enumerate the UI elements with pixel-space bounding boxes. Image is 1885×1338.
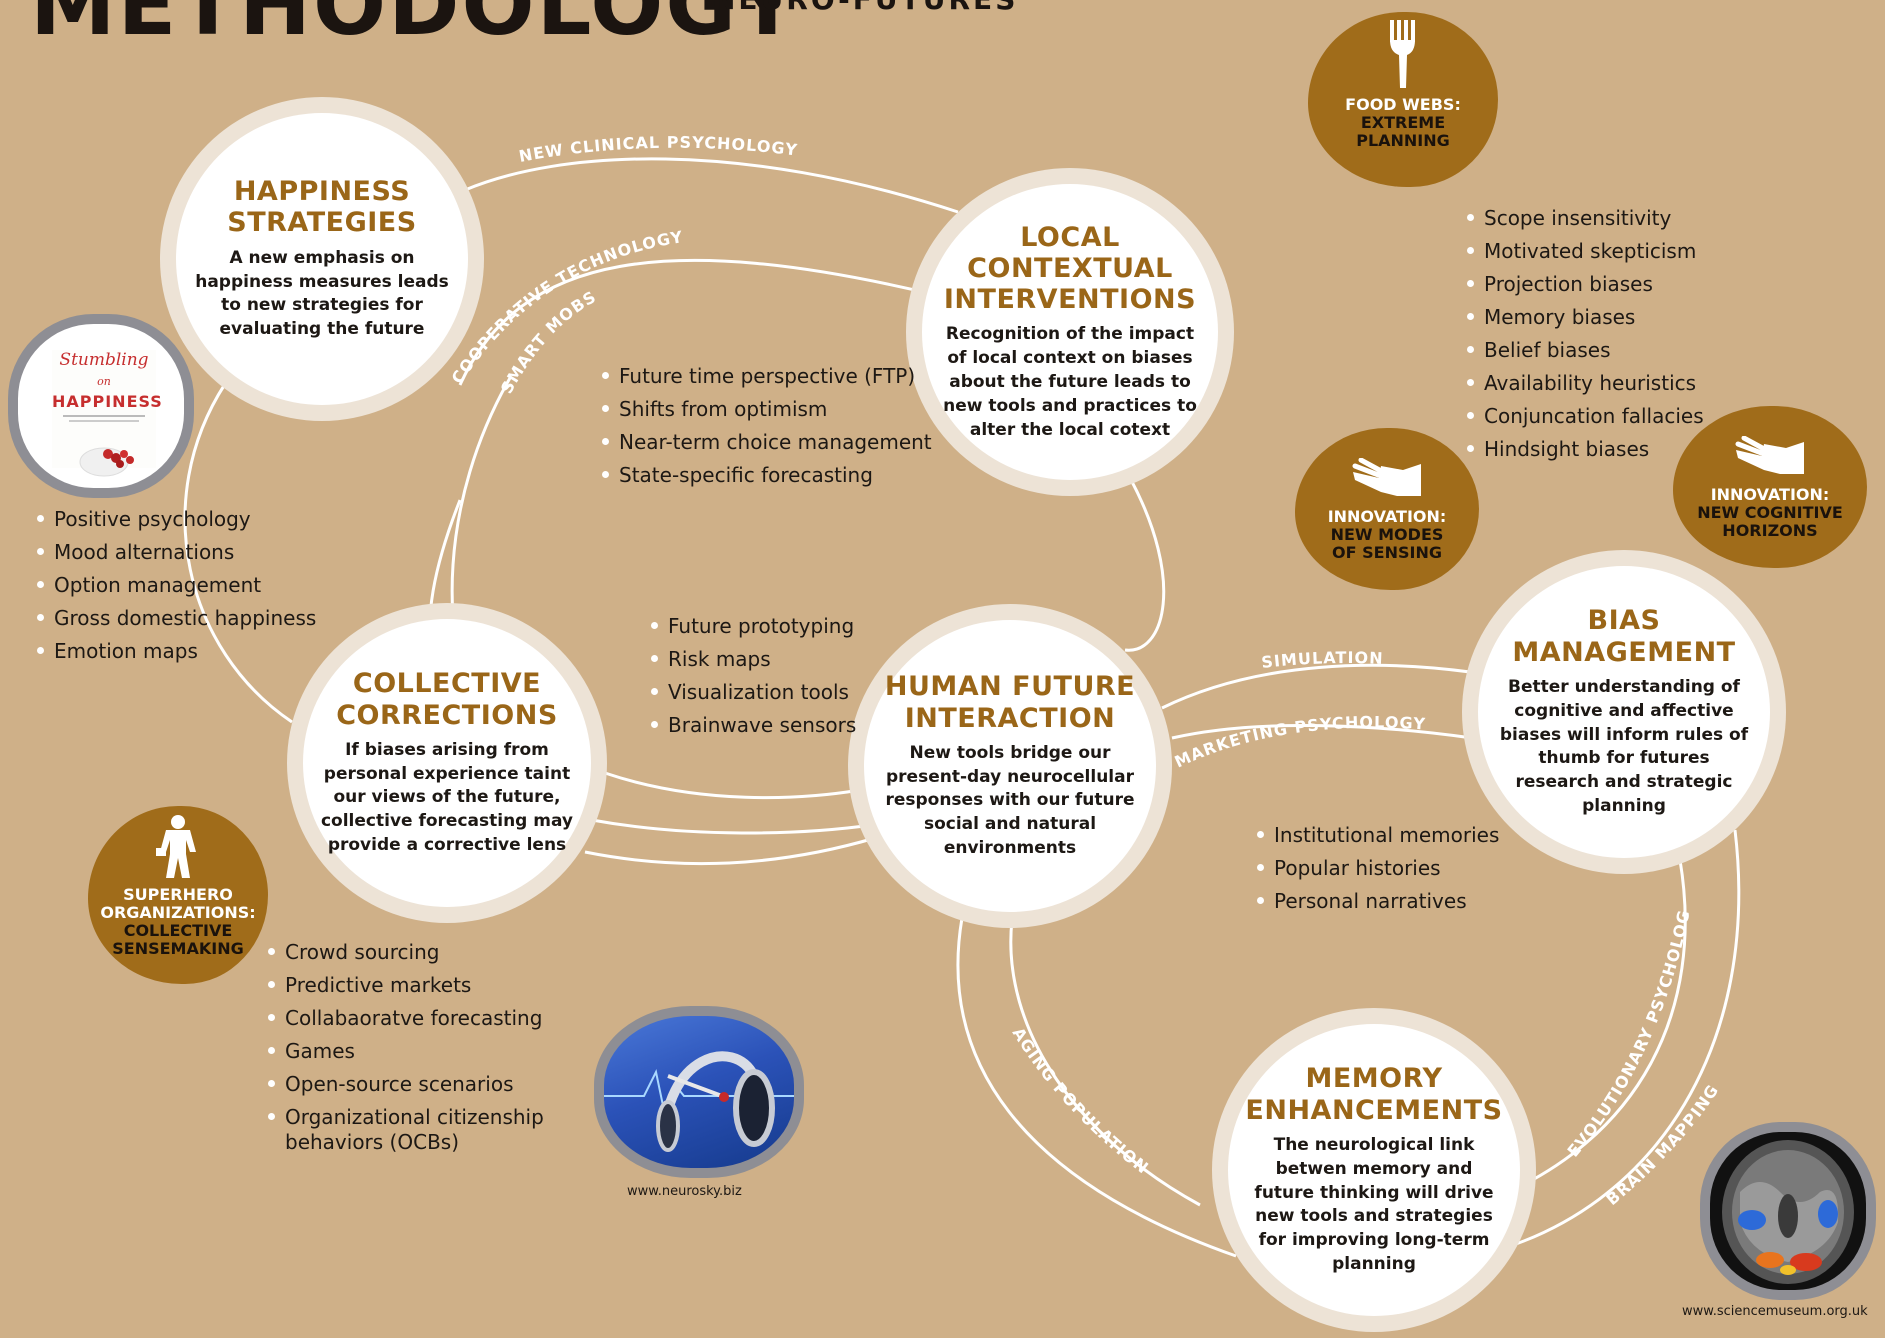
list-item: Memory biases	[1466, 301, 1704, 334]
list-item: Future time perspective (FTP)	[601, 360, 932, 393]
superhero-icon	[156, 815, 196, 878]
list-item: Motivated skepticism	[1466, 235, 1704, 268]
blob-line: ORGANIZATIONS:	[100, 902, 256, 922]
list-item: Mood alternations	[36, 536, 316, 569]
blob-line: EXTREME	[1360, 112, 1446, 132]
list-item: Conjuncation fallacies	[1466, 400, 1704, 433]
node-text: A new emphasis on happiness measures lea…	[195, 247, 449, 340]
list-item: Hindsight biases	[1466, 433, 1704, 466]
list-ftp-topics: Future time perspective (FTP) Shifts fro…	[601, 360, 932, 492]
node-memory-enhancements: MEMORY ENHANCEMENTS The neurological lin…	[1228, 1024, 1520, 1316]
node-title: MEMORY ENHANCEMENTS	[1245, 1063, 1503, 1126]
list-item: Organizational citizenship behaviors (OC…	[267, 1101, 567, 1155]
list-item: Crowd sourcing	[267, 936, 567, 969]
blob-line: PLANNING	[1356, 130, 1450, 150]
blob-line: SENSEMAKING	[112, 938, 244, 958]
headset-illustration	[604, 1051, 794, 1152]
list-item: Institutional memories	[1256, 819, 1499, 852]
list-item: Emotion maps	[36, 635, 316, 668]
image-credit-neurosky: www.neurosky.biz	[627, 1184, 742, 1199]
blob-line: FOOD WEBS:	[1345, 95, 1461, 114]
list-item: Predictive markets	[267, 969, 567, 1002]
list-item: State-specific forecasting	[601, 459, 932, 492]
blob-line: SUPERHERO	[123, 885, 233, 904]
blob-line: NEW COGNITIVE	[1697, 502, 1843, 522]
list-item: Popular histories	[1256, 852, 1499, 885]
image-credit-sciencemuseum: www.sciencemuseum.org.uk	[1682, 1304, 1868, 1319]
list-item: Positive psychology	[36, 503, 316, 536]
blob-superhero-organizations: SUPERHERO ORGANIZATIONS: COLLECTIVE SENS…	[88, 806, 268, 984]
node-title: BIAS MANAGEMENT	[1512, 605, 1736, 668]
list-item: Near-term choice management	[601, 426, 932, 459]
node-local-contextual-interventions: LOCAL CONTEXTUAL INTERVENTIONS Recogniti…	[922, 184, 1218, 480]
blob-line: INNOVATION:	[1710, 485, 1830, 504]
blob-line: INNOVATION:	[1327, 507, 1447, 526]
list-bias-types: Scope insensitivity Motivated skepticism…	[1466, 202, 1704, 466]
list-item: Belief biases	[1466, 334, 1704, 367]
fork-icon	[1390, 20, 1415, 88]
node-bias-management: BIAS MANAGEMENT Better understanding of …	[1478, 566, 1770, 858]
node-collective-corrections: COLLECTIVE CORRECTIONS If biases arising…	[303, 619, 591, 907]
node-title: HAPPINESS STRATEGIES	[227, 176, 417, 239]
list-prototyping-topics: Future prototyping Risk maps Visualizati…	[650, 610, 856, 742]
blob-line: NEW MODES	[1330, 524, 1444, 544]
label-simulation: SIMULATION	[1260, 648, 1384, 672]
bowl-illustration	[79, 447, 134, 477]
list-item: Availability heuristics	[1466, 367, 1704, 400]
blob-line: COLLECTIVE	[123, 920, 233, 940]
list-memory-topics: Institutional memories Popular histories…	[1256, 819, 1499, 918]
hand-icon	[1735, 436, 1804, 474]
hand-icon	[1352, 458, 1421, 496]
node-text: Better understanding of cognitive and af…	[1499, 676, 1749, 816]
list-item: Visualization tools	[650, 676, 856, 709]
blob-new-modes-of-sensing: INNOVATION: NEW MODES OF SENSING	[1295, 428, 1479, 590]
blob-line: HORIZONS	[1722, 520, 1818, 540]
node-human-future-interaction: HUMAN FUTURE INTERACTION New tools bridg…	[864, 620, 1156, 912]
list-item: Projection biases	[1466, 268, 1704, 301]
node-text: If biases arising from personal experien…	[320, 739, 574, 855]
page-subtitle: NEURO-FUTURES	[712, 0, 1018, 14]
list-item: Collabaoratve forecasting	[267, 1002, 567, 1035]
node-text: The neurological link betwen memory and …	[1254, 1134, 1494, 1274]
book-title-line: HAPPINESS	[52, 392, 163, 411]
list-item: Gross domestic happiness	[36, 602, 316, 635]
list-item: Option management	[36, 569, 316, 602]
label-new-clinical-psychology: NEW CLINICAL PSYCHOLOGY	[517, 133, 799, 166]
list-item: Shifts from optimism	[601, 393, 932, 426]
page-title: METHODOLOGY	[30, 0, 801, 55]
node-title: HUMAN FUTURE INTERACTION	[884, 671, 1136, 734]
blob-food-webs: FOOD WEBS: EXTREME PLANNING	[1308, 12, 1498, 187]
list-item: Future prototyping	[650, 610, 856, 643]
list-crowd-topics: Crowd sourcing Predictive markets Collab…	[267, 936, 567, 1155]
brain-illustration	[1722, 1140, 1854, 1284]
list-item: Personal narratives	[1256, 885, 1499, 918]
node-text: New tools bridge our present-day neuroce…	[885, 742, 1135, 858]
list-happiness-topics: Positive psychology Mood alternations Op…	[36, 503, 316, 668]
label-aging-population: AGING POPULATION	[1009, 1024, 1153, 1178]
list-item: Scope insensitivity	[1466, 202, 1704, 235]
list-item: Risk maps	[650, 643, 856, 676]
label-marketing-psychology: MARKETING PSYCHOLOGY	[1172, 713, 1427, 772]
blob-new-cognitive-horizons: INNOVATION: NEW COGNITIVE HORIZONS	[1673, 406, 1867, 568]
book-title-line: Stumbling on	[59, 350, 149, 388]
node-title: LOCAL CONTEXTUAL INTERVENTIONS	[943, 221, 1197, 316]
node-text: Recognition of the impact of local conte…	[943, 324, 1197, 440]
list-item: Games	[267, 1035, 567, 1068]
list-item: Brainwave sensors	[650, 709, 856, 742]
node-happiness-strategies: HAPPINESS STRATEGIES A new emphasis on h…	[176, 113, 468, 405]
blob-line: OF SENSING	[1332, 542, 1442, 562]
brain-scan-image	[1700, 1122, 1876, 1300]
neurosky-headset-image	[594, 1006, 804, 1178]
list-item: Open-source scenarios	[267, 1068, 567, 1101]
node-title: COLLECTIVE CORRECTIONS	[336, 668, 558, 731]
book-cover-image: Stumbling on HAPPINESS	[8, 314, 194, 498]
